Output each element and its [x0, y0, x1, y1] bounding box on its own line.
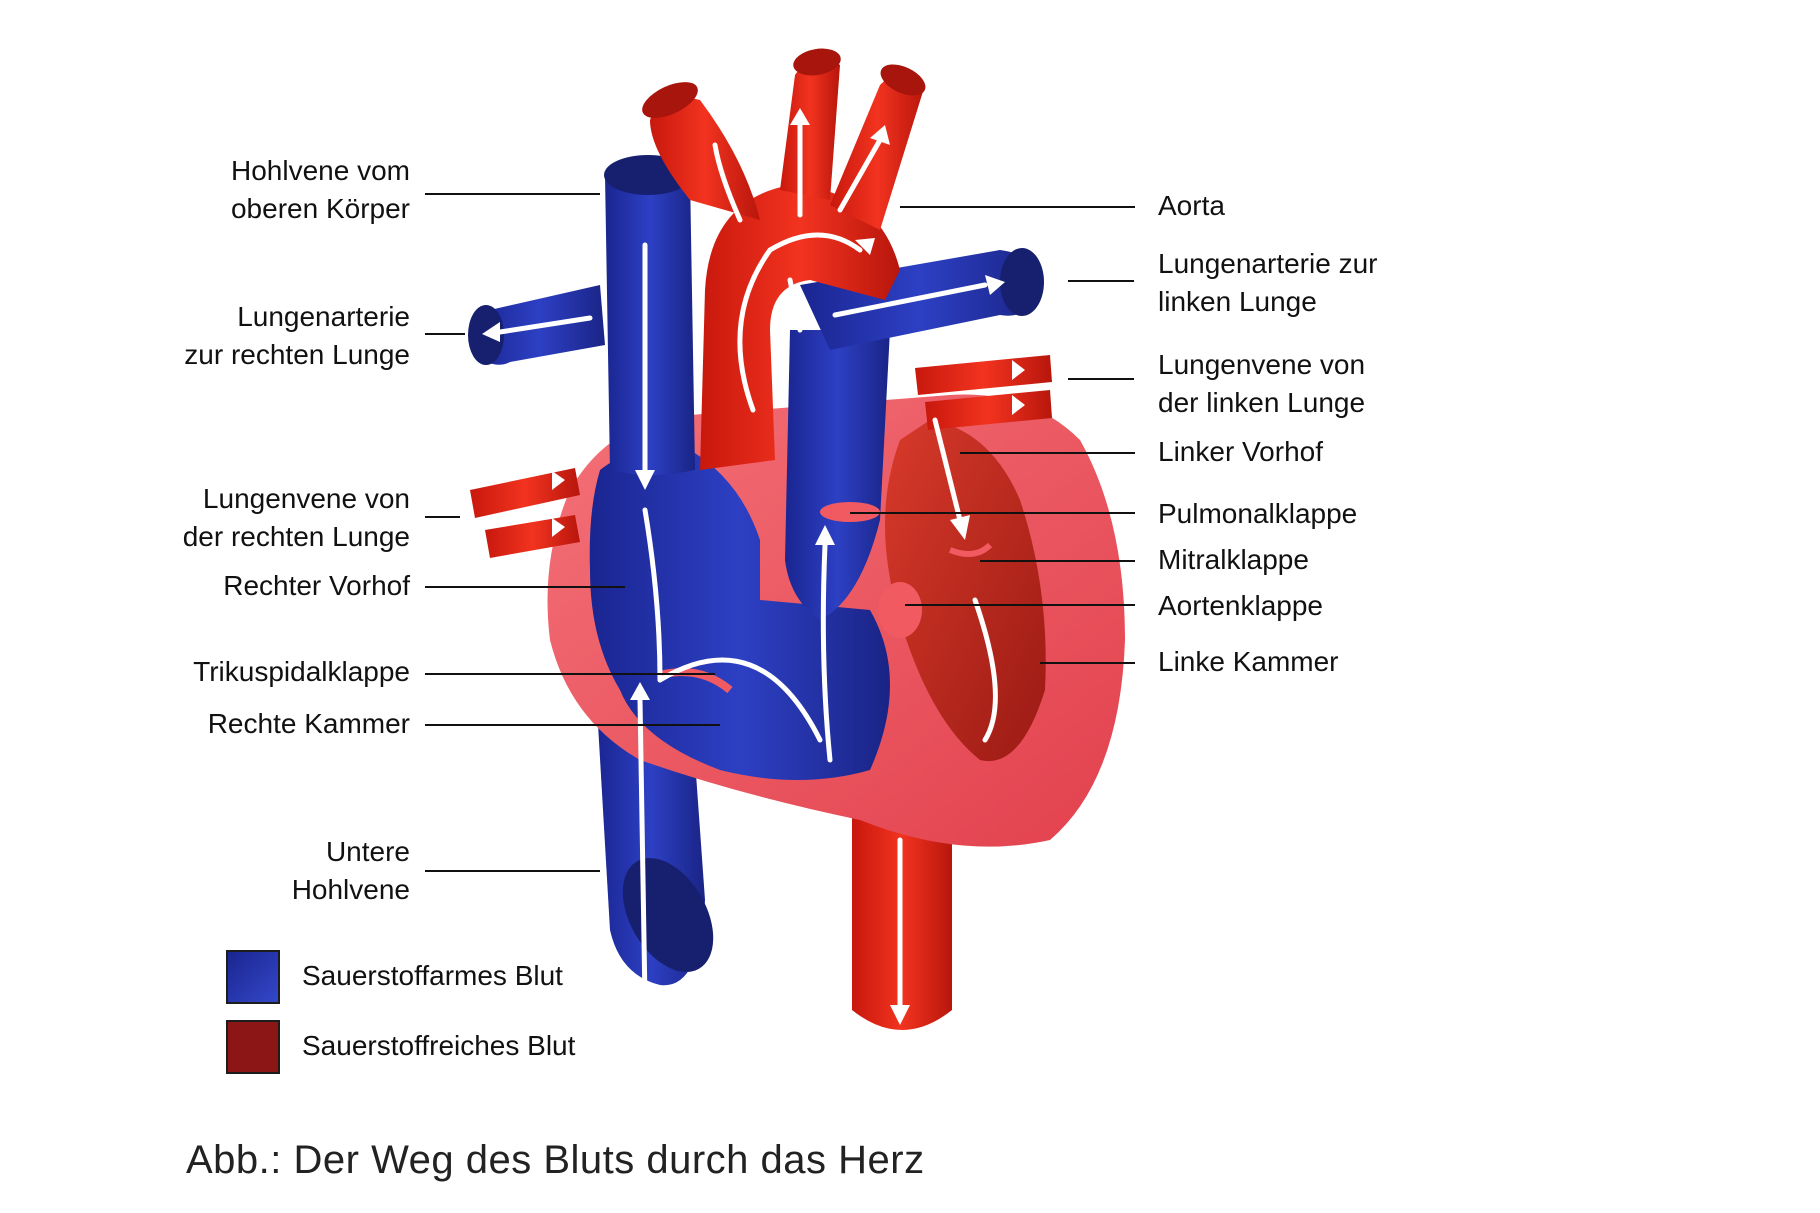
label-untere-hohlvene-line1: Untere — [325, 836, 410, 867]
leader-untere-hohlvene — [425, 870, 600, 872]
flow-arrows — [497, 122, 998, 1013]
leader-linker-vorhof — [960, 452, 1135, 454]
leader-rechte-kammer — [425, 724, 720, 726]
leader-hohlvene-oben — [425, 193, 600, 195]
mitral-valve — [948, 542, 993, 557]
label-lungenarterie-rechts: Lungenarterie zur rechten Lunge — [130, 298, 410, 374]
label-linker-vorhof: Linker Vorhof — [1158, 436, 1323, 467]
label-lungenarterie-links: Lungenarterie zur linken Lunge — [1158, 245, 1377, 321]
aorta-branch-2-opening — [880, 64, 926, 96]
leader-lungenvene-links — [1068, 378, 1134, 380]
leader-aortenklappe — [905, 604, 1135, 606]
label-rechter-vorhof: Rechter Vorhof — [223, 570, 410, 601]
pulmonary-vein-left-lower — [925, 390, 1052, 430]
legend-swatch-deoxygenated — [226, 950, 280, 1004]
label-lungenvene-links-line2: der linken Lunge — [1158, 387, 1366, 418]
leader-lungenarterie-rechts — [425, 333, 465, 335]
superior-vena-cava — [605, 175, 695, 475]
label-aorta: Aorta — [1158, 190, 1225, 221]
label-hohlvene-oben: Hohlvene vom oberen Körper — [180, 152, 410, 228]
right-heart — [589, 449, 890, 780]
label-lungenvene-rechts: Lungenvene von der rechten Lunge — [130, 480, 410, 556]
leader-mitralklappe — [980, 560, 1135, 562]
arrow-heads — [482, 108, 1025, 1025]
label-aortenklappe: Aortenklappe — [1158, 590, 1324, 621]
label-lungenarterie-links-line2: linken Lunge — [1158, 286, 1317, 317]
label-lungenarterie-links-line1: Lungenarterie zur — [1158, 248, 1378, 279]
pulmonary-trunk — [785, 330, 890, 620]
pa-left-opening — [1000, 248, 1044, 316]
legend-label-oxygenated: Sauerstoffreiches Blut — [302, 1030, 576, 1061]
aorta-root — [650, 97, 760, 220]
label-lungenvene-links-line1: Lungenvene von — [1158, 349, 1366, 380]
legend-swatch-oxygenated — [226, 1020, 280, 1074]
label-hohlvene-oben-line2: oberen Körper — [230, 193, 410, 224]
label-hohlvene-oben-line1: Hohlvene vom — [231, 155, 410, 186]
left-ventricle — [885, 420, 1046, 762]
aorta-branch-1-opening — [793, 48, 841, 76]
leader-trikuspidalklappe — [425, 673, 715, 675]
leader-lungenarterie-links — [1068, 280, 1134, 282]
aorta-root-opening — [642, 82, 698, 118]
leader-lungenvene-rechts — [425, 516, 460, 518]
pulmonary-vein-left-upper — [915, 355, 1052, 395]
label-lungenvene-links: Lungenvene von der linken Lunge — [1158, 346, 1365, 422]
label-lungenarterie-rechts-line2: zur rechten Lunge — [184, 339, 410, 370]
label-untere-hohlvene: Untere Hohlvene — [180, 833, 410, 909]
label-pulmonalklappe: Pulmonalklappe — [1158, 498, 1358, 529]
label-lungenvene-rechts-line2: der rechten Lunge — [182, 521, 410, 552]
aortic-valve — [878, 582, 922, 638]
label-rechte-kammer: Rechte Kammer — [207, 708, 410, 739]
label-lungenarterie-rechts-line1: Lungenarterie — [237, 301, 410, 332]
leader-linke-kammer — [1040, 662, 1135, 664]
aorta-branch-1 — [780, 57, 840, 200]
label-trikuspidalklappe: Trikuspidalklappe — [193, 656, 410, 687]
legend-label-deoxygenated: Sauerstoffarmes Blut — [302, 960, 563, 991]
label-lungenvene-rechts-line1: Lungenvene von — [202, 483, 410, 514]
leader-aorta — [900, 206, 1135, 208]
label-linke-kammer: Linke Kammer — [1158, 646, 1339, 677]
leader-pulmonalklappe — [850, 512, 1135, 514]
label-untere-hohlvene-line2: Hohlvene — [291, 874, 410, 905]
label-mitralklappe: Mitralklappe — [1158, 544, 1309, 575]
figure-caption: Abb.: Der Weg des Bluts durch das Herz — [186, 1138, 925, 1182]
leader-rechter-vorhof — [425, 586, 625, 588]
